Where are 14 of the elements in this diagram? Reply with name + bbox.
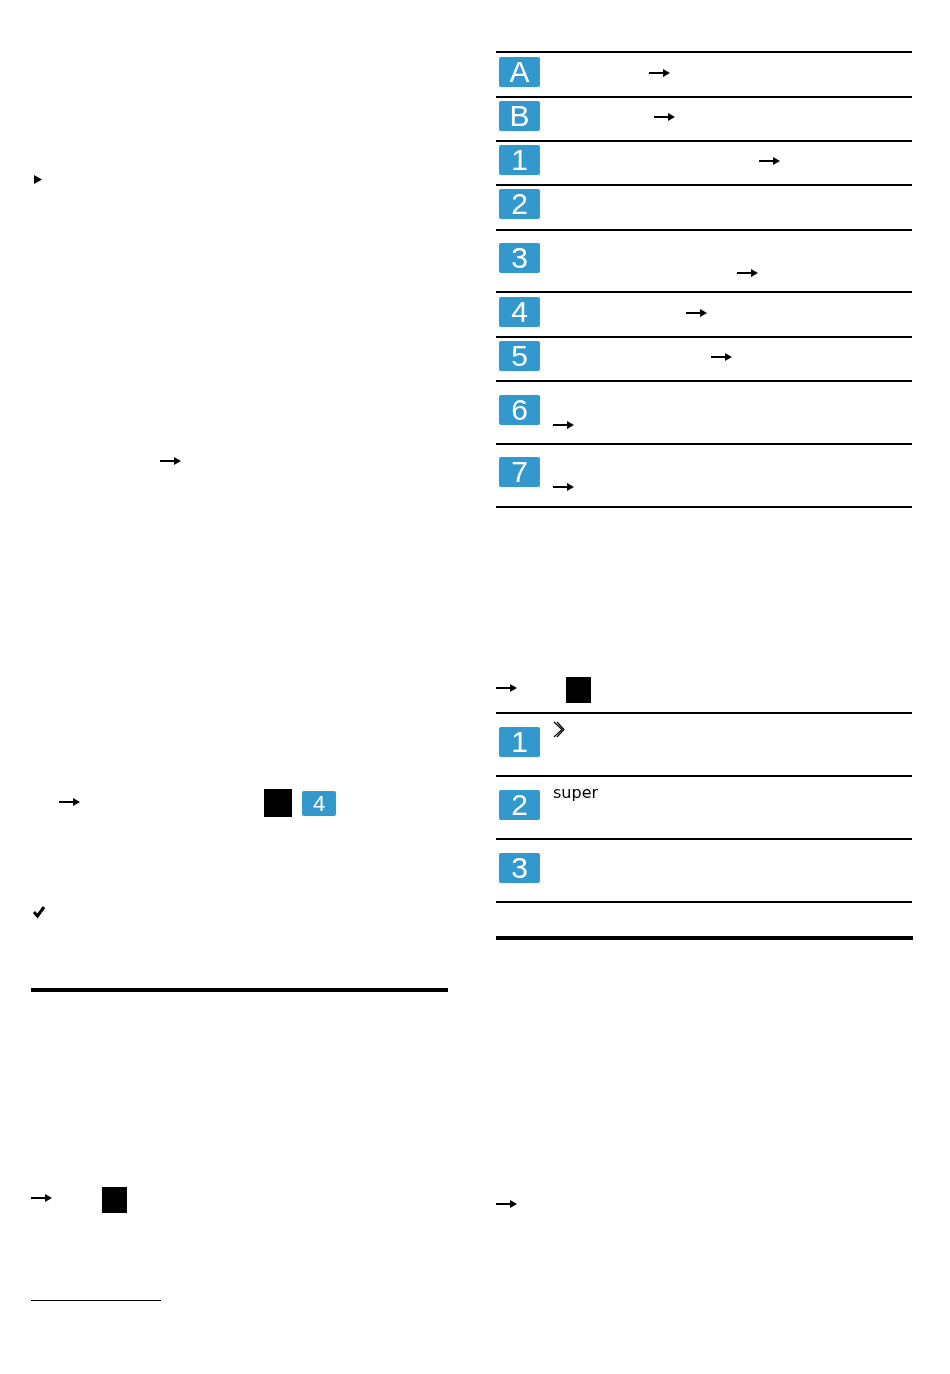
callout-number: 4 [302,791,336,816]
table-text: super [553,784,599,802]
callout-number: 6 [499,395,540,425]
callout-number: 3 [499,243,540,273]
callout-number: 2 [499,790,540,820]
callout-number: 4 [499,297,540,327]
callout-number: 1 [499,145,540,175]
callout-number: 3 [499,853,540,883]
callout-number: 5 [499,341,540,371]
callout-number: 7 [499,457,540,487]
callout-number: 1 [499,727,540,757]
callout-number: 2 [499,189,540,219]
callout-number: A [499,57,540,87]
callout-number: B [499,101,540,131]
